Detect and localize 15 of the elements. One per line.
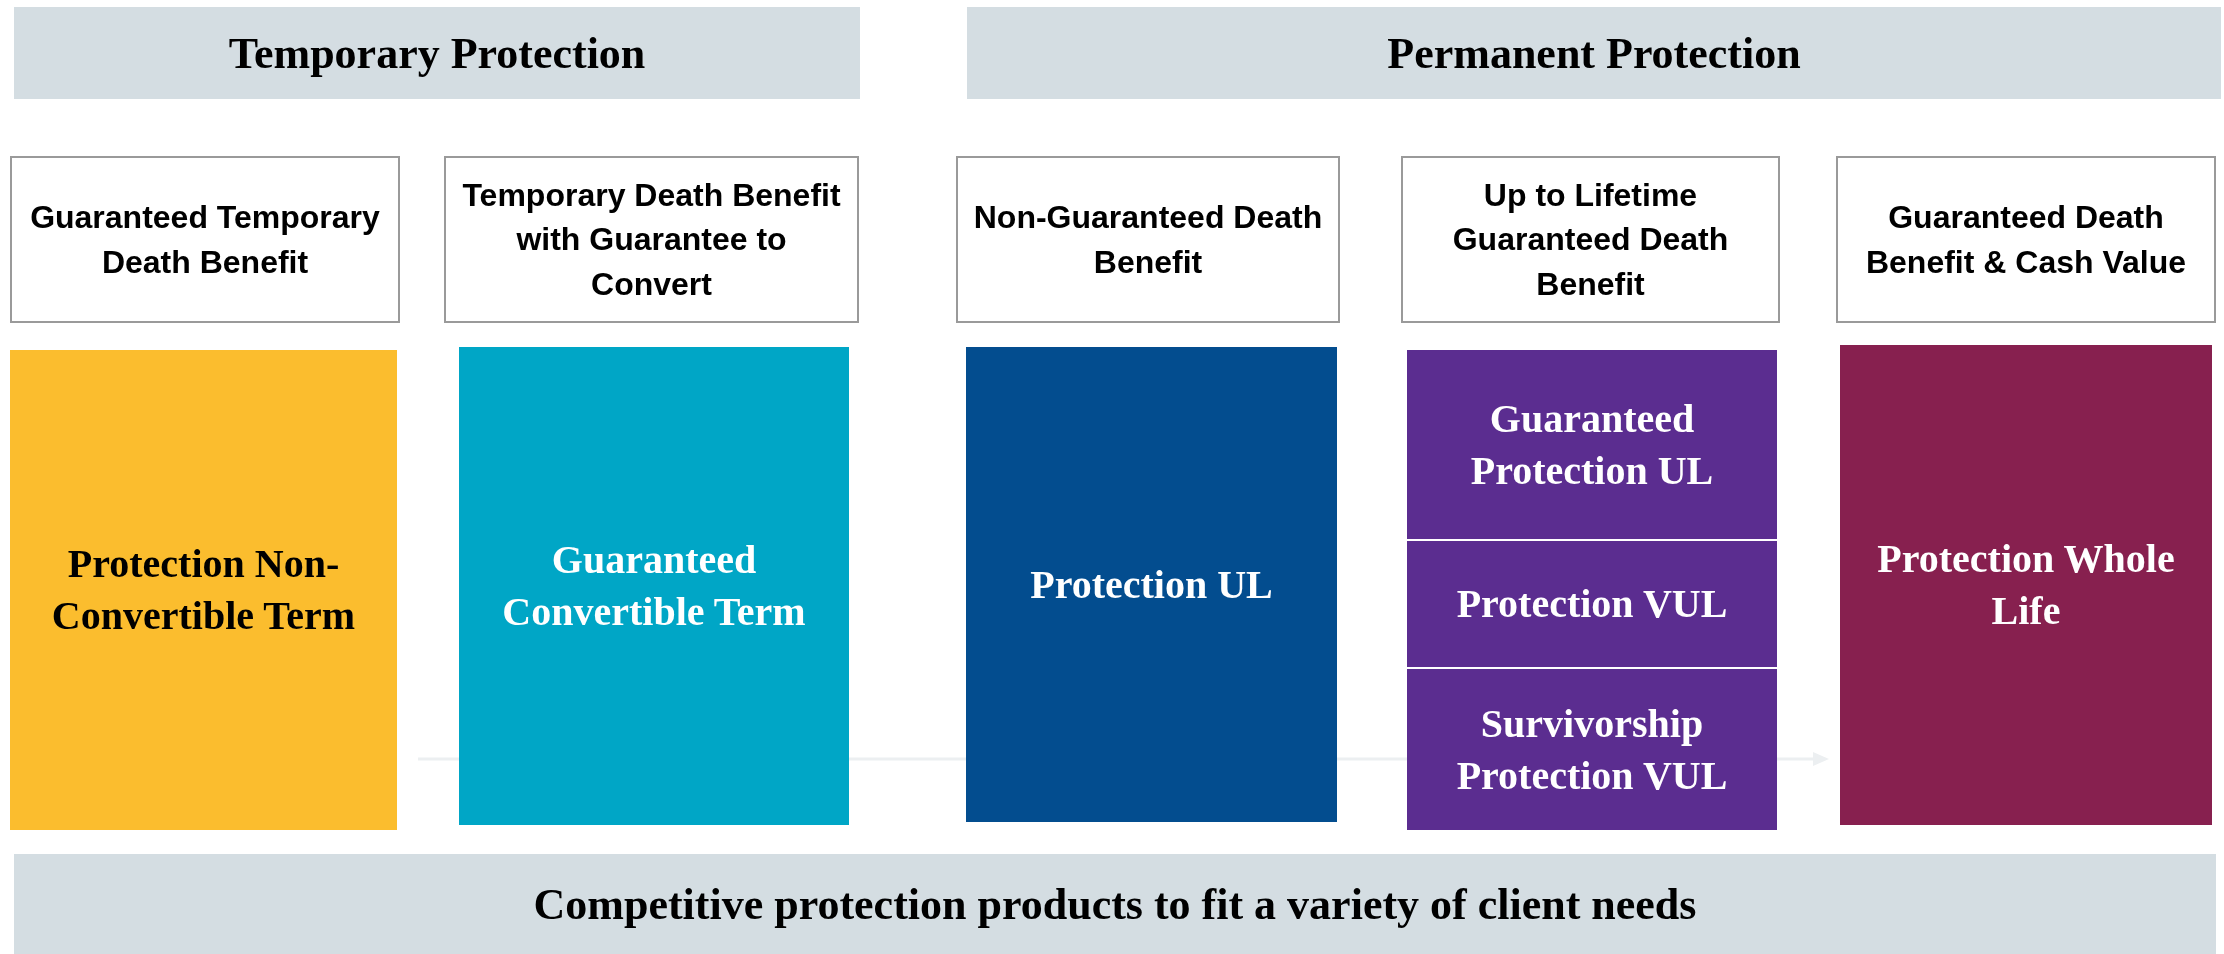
header-box: Temporary Death Benefit with Guarantee to Convert (444, 156, 859, 323)
header-box: Guaranteed Death Benefit & Cash Value (1836, 156, 2216, 323)
section-banner: Permanent Protection (967, 7, 2221, 99)
header-box: Guaranteed Temporary Death Benefit (10, 156, 400, 323)
header-box: Up to Lifetime Guaranteed Death Benefit (1401, 156, 1780, 323)
header-box: Non-Guaranteed Death Benefit (956, 156, 1340, 323)
product-box: Protection UL (966, 347, 1337, 822)
section-banner: Temporary Protection (14, 7, 860, 99)
product-box: Protection Non-Convertible Term (10, 350, 397, 830)
footer-banner: Competitive protection products to fit a variety of client needs (14, 854, 2216, 954)
product-box: Protection Whole Life (1840, 345, 2212, 825)
product-box: Guaranteed Protection UL (1407, 350, 1777, 539)
product-box: Survivorship Protection VUL (1407, 669, 1777, 830)
product-box: Protection VUL (1407, 541, 1777, 667)
product-box: Guaranteed Convertible Term (459, 347, 849, 825)
